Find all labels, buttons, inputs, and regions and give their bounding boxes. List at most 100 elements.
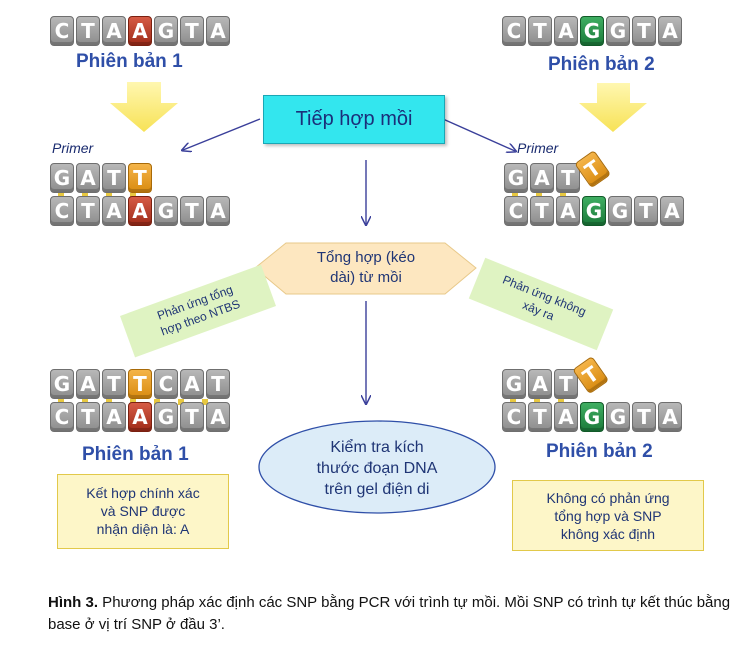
base-g: G [580,16,604,46]
primer-label-right: Primer [517,140,559,156]
base-c: C [502,16,526,46]
gel-line-3: trên gel điện di [324,480,430,498]
base-t: T [530,196,554,226]
yellow-arrow-right [579,83,647,132]
base-c: C [154,369,178,399]
base-g: G [582,196,606,226]
base-t: T [632,402,656,432]
result-left-note: Kết hợp chính xác và SNP được nhận diện … [57,474,229,549]
base-a: A [102,16,126,46]
base-g: G [606,402,630,432]
base-g: G [504,163,528,193]
base-a: A [556,196,580,226]
base-a: A [206,16,230,46]
caption-label: Hình 3. [48,594,99,611]
base-t: T [128,369,152,399]
base-g: G [50,369,74,399]
base-t: T [102,369,126,399]
base-g: G [606,16,630,46]
arrow-to-left-primer [183,118,261,150]
gel-text: Kiểm tra kích thước đoạn DNA trên gel đi… [270,438,484,500]
result-right-line-2: tổng hợp và SNP [554,508,662,525]
base-a: A [128,196,152,226]
annealing-label: Tiếp hợp mồi [295,108,413,130]
base-g: G [608,196,632,226]
base-t: T [632,16,656,46]
result-right-note: Không có phản ứng tổng hợp và SNP không … [512,480,704,551]
version2-top-label: Phiên bản 2 [548,54,655,75]
arrows-layer [110,82,647,514]
base-a: A [658,16,682,46]
base-a: A [128,402,152,432]
extension-text: Tổng hợp (kéo dài) từ mồi [286,248,446,289]
base-t: T [528,402,552,432]
base-t: T [180,196,204,226]
base-t: T [554,369,578,399]
base-t: T [634,196,658,226]
base-g: G [580,402,604,432]
base-c: C [50,402,74,432]
result-right-line-3: không xác định [560,526,656,543]
result-left-line-1: Kết hợp chính xác [86,485,200,501]
base-a: A [530,163,554,193]
base-c: C [502,402,526,432]
base-g: G [154,16,178,46]
base-a: A [206,196,230,226]
base-a: A [206,402,230,432]
result-left-line-2: và SNP được [100,503,186,520]
arrow-to-right-primer [442,118,515,151]
base-a: A [76,369,100,399]
caption-text: Phương pháp xác định các SNP bằng PCR vớ… [48,594,731,633]
primer-label-left: Primer [52,140,94,156]
base-c: C [50,196,74,226]
version2-bottom-label: Phiên bản 2 [546,441,653,462]
base-a: A [554,16,578,46]
base-a: A [128,16,152,46]
extension-line-1: Tổng hợp (kéo [316,249,416,266]
figure-caption: Hình 3. Phương pháp xác định các SNP bằn… [48,592,738,636]
base-a: A [660,196,684,226]
version1-top-label: Phiên bản 1 [76,51,183,72]
gel-line-1: Kiểm tra kích [330,439,424,456]
base-g: G [154,402,178,432]
yellow-arrow-left [110,82,178,132]
base-g: G [50,163,74,193]
base-t: T [76,196,100,226]
base-c: C [504,196,528,226]
extension-line-2: dài) từ mồi [330,269,402,287]
base-t: T [206,369,230,399]
base-t: T [102,163,126,193]
base-c: C [50,16,74,46]
base-g: G [154,196,178,226]
version1-bottom-label: Phiên bản 1 [82,444,189,465]
base-t: T [180,402,204,432]
base-t: T [76,402,100,432]
result-left-line-3: nhận diện là: A [96,521,190,538]
base-t: T [128,163,152,193]
base-a: A [76,163,100,193]
base-a: A [658,402,682,432]
base-a: A [180,369,204,399]
annealing-box: Tiếp hợp mồi [263,95,445,144]
base-t: T [556,163,580,193]
gel-ellipse [258,420,496,514]
base-g: G [502,369,526,399]
gel-line-2: thước đoạn DNA [316,459,438,477]
base-a: A [528,369,552,399]
base-a: A [554,402,578,432]
base-t: T [76,16,100,46]
base-t: T [180,16,204,46]
result-right-line-1: Không có phản ứng [546,490,670,506]
base-a: A [102,402,126,432]
base-a: A [102,196,126,226]
base-t: T [528,16,552,46]
